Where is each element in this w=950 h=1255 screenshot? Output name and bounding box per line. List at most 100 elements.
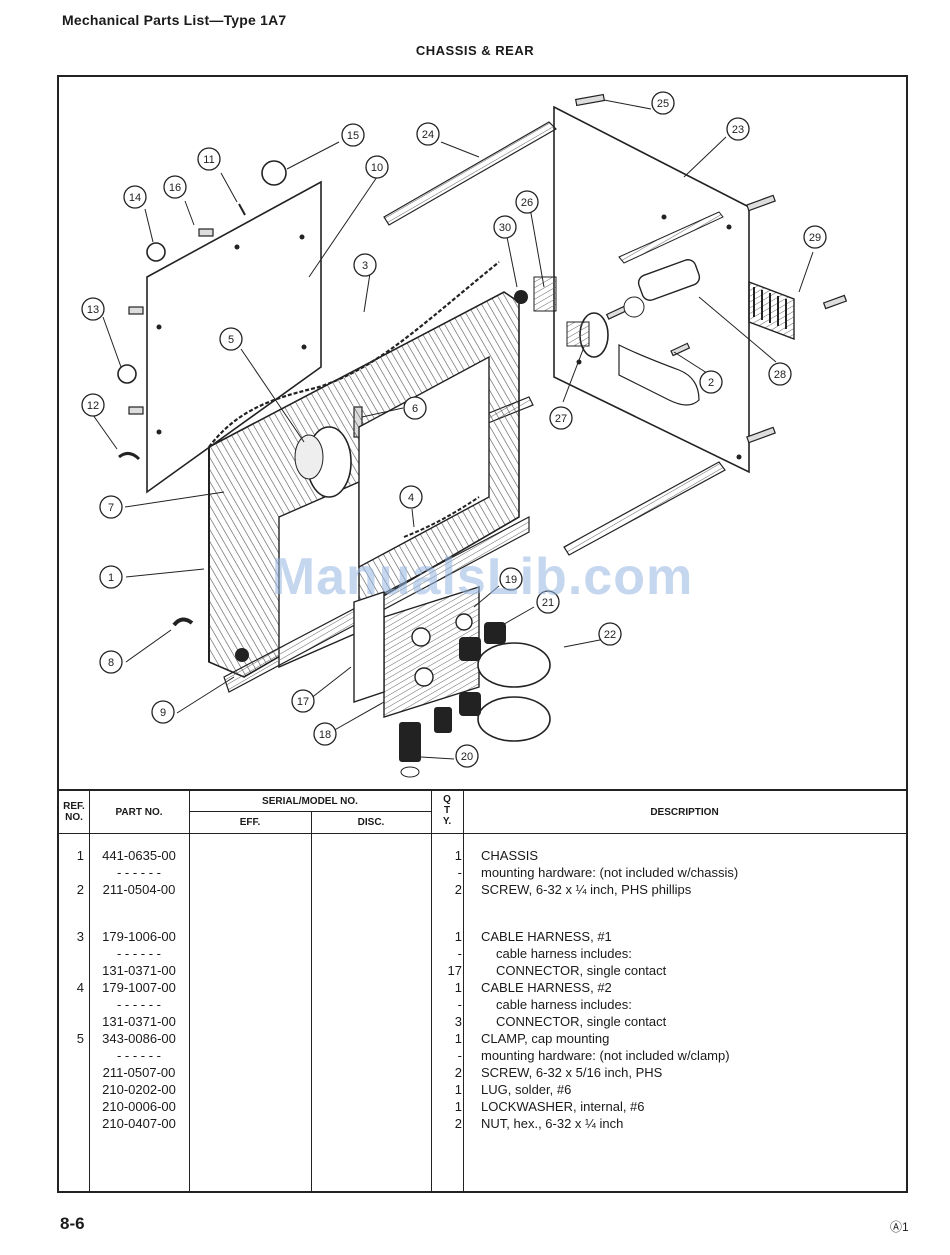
cell-qty: 1	[454, 1031, 462, 1046]
callout-8: 8	[99, 650, 123, 674]
callout-9: 9	[151, 700, 175, 724]
cell-description: CABLE HARNESS, #2	[481, 980, 612, 995]
callout-12: 12	[81, 393, 105, 417]
callout-label: 30	[499, 222, 511, 234]
callout-25: 25	[651, 91, 675, 115]
col-rule	[431, 791, 432, 1193]
header-eff: EFF.	[239, 817, 261, 828]
cell-qty: 2	[454, 1116, 462, 1131]
header-qty: Q T Y.	[442, 794, 452, 827]
cell-qty: 1	[454, 848, 462, 863]
header-part-no: PART NO.	[115, 807, 163, 818]
cell-part-no: 179-1006-00	[102, 929, 176, 944]
callout-7: 7	[99, 495, 123, 519]
callout-label: 19	[505, 574, 517, 586]
callout-2: 2	[699, 370, 723, 394]
callout-label: 28	[774, 369, 786, 381]
callout-label: 11	[203, 154, 214, 166]
callout-label: 4	[408, 492, 414, 504]
callout-24: 24	[416, 122, 440, 146]
cell-qty: 17	[447, 963, 462, 978]
revision-mark: Ⓐ1	[890, 1220, 909, 1234]
callout-20: 20	[455, 744, 479, 768]
cell-qty: -	[457, 997, 462, 1012]
callout-label: 15	[347, 130, 359, 142]
callout-14: 14	[123, 185, 147, 209]
callout-label: 1	[108, 572, 114, 584]
callout-label: 13	[87, 304, 99, 316]
callout-label: 29	[809, 232, 821, 244]
callout-label: 27	[555, 413, 567, 425]
cell-qty: -	[457, 946, 462, 961]
callout-13: 13	[81, 297, 105, 321]
callout-label: 14	[129, 192, 141, 204]
cell-ref-no: 4	[76, 980, 84, 995]
callout-label: 9	[160, 707, 166, 719]
watermark-text: ManualsLib.com	[271, 548, 694, 606]
callout-29: 29	[803, 225, 827, 249]
callout-11: 11	[197, 147, 221, 171]
callout-label: 20	[461, 751, 473, 763]
callout-label: 2	[708, 377, 714, 389]
cell-description: CABLE HARNESS, #1	[481, 929, 612, 944]
table-row: 2 211-0504-00 2 SCREW, 6-32 x ¼ inch, PHS p…	[59, 881, 906, 898]
callout-label: 5	[228, 334, 234, 346]
callout-label: 23	[732, 124, 744, 136]
table-row: - - - - - --cable harness includes:	[59, 945, 906, 962]
callout-label: 18	[319, 729, 331, 741]
cell-description: SCREW, 6-32 x 5/16 inch, PHS	[481, 1065, 663, 1080]
cell-qty: 1	[454, 980, 462, 995]
callout-label: 3	[362, 260, 368, 272]
page-number: 8-6	[60, 1214, 85, 1233]
cell-qty: 1	[454, 1082, 462, 1097]
cell-part-no: - - - - - -	[116, 946, 162, 961]
cell-part-no: 441-0635-00	[102, 848, 176, 863]
cell-description: SCREW, 6-32 x ¼ inch, PHS phillips	[481, 882, 692, 897]
cell-description: mounting hardware: (not included w/chass…	[481, 865, 739, 880]
cell-ref-no: 2	[76, 882, 84, 897]
cell-part-no: 343-0086-00	[102, 1031, 176, 1046]
col-rule	[311, 811, 312, 1193]
cell-description: LUG, solder, #6	[481, 1082, 572, 1097]
callout-label: 22	[604, 629, 616, 641]
cell-part-no: 210-0407-00	[102, 1116, 176, 1131]
callout-16: 16	[163, 175, 187, 199]
callout-27: 27	[549, 406, 573, 430]
callout-19: 19	[499, 567, 523, 591]
callout-3: 3	[353, 253, 377, 277]
parts-table: REF. NO. PART NO. SERIAL/MODEL NO. EFF. …	[59, 789, 906, 1193]
cell-description: cable harness includes:	[496, 997, 632, 1012]
cell-qty: -	[457, 1048, 462, 1063]
rod-bottom	[563, 461, 726, 556]
callout-1: 1	[99, 565, 123, 589]
cell-part-no: - - - - - -	[116, 997, 162, 1012]
cell-part-no: 131-0371-00	[102, 963, 176, 978]
table-row: - - - - - --mounting hardware: (not incl…	[59, 1047, 906, 1064]
callout-label: 21	[542, 597, 554, 609]
header-ref: REF. NO.	[63, 801, 85, 823]
cell-qty: 2	[454, 882, 462, 897]
cell-part-no: 211-0504-00	[102, 882, 176, 897]
callout-28: 28	[768, 362, 792, 386]
cell-part-no: 210-0006-00	[102, 1099, 176, 1114]
cell-part-no: - - - - - -	[116, 1048, 162, 1063]
callout-label: 24	[422, 129, 434, 141]
col-rule	[463, 791, 464, 1193]
serial-rule	[189, 811, 431, 812]
callout-label: 26	[521, 197, 533, 209]
callout-label: 25	[657, 98, 669, 110]
table-row: - - - - - - - cable harness includes:	[59, 996, 906, 1013]
cell-description: CHASSIS	[481, 848, 539, 863]
cell-part-no: 131-0371-00	[102, 1014, 176, 1029]
callout-label: 16	[169, 182, 181, 194]
callout-30: 30	[493, 215, 517, 239]
cell-part-no: 211-0507-00	[102, 1065, 176, 1080]
